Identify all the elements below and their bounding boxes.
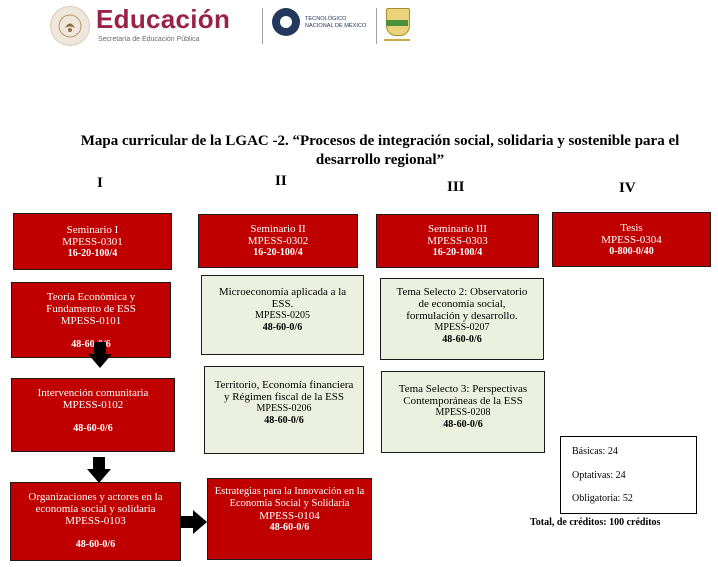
logo-subtitle: Secretaría de Educación Pública xyxy=(98,36,200,43)
credits-total: Total, de créditos: 100 créditos xyxy=(530,517,661,528)
column-header-3: III xyxy=(447,179,465,195)
course-box-estrategias: Estrategias para la Innovación en la Eco… xyxy=(207,478,372,560)
credits-summary-box: Básicas: 24 Optativas: 24 Obligatoria: 5… xyxy=(560,436,697,514)
tecnm-logo: TECNOLÓGICO NACIONAL DE MÉXICO xyxy=(272,6,372,46)
logo-divider xyxy=(262,8,263,44)
course-box-microeconomia: Microeconomía aplicada a la ESS. MPESS-0… xyxy=(201,275,364,355)
course-box-seminario-3: Seminario III MPESS-0303 16-20-100/4 xyxy=(376,214,539,268)
column-header-1: I xyxy=(97,175,103,191)
page-title: Mapa curricular de la LGAC -2. “Procesos… xyxy=(80,133,680,168)
credits-optativas: Optativas: 24 xyxy=(572,470,626,481)
credits-basicas: Básicas: 24 xyxy=(572,446,618,457)
course-box-seminario-1: Seminario I MPESS-0301 16-20-100/4 xyxy=(13,213,172,270)
tecnm-gear-icon xyxy=(272,8,300,36)
state-shield-icon xyxy=(383,6,413,46)
course-box-tesis: Tesis MPESS-0304 0-800-0/40 xyxy=(552,212,711,267)
column-header-4: IV xyxy=(619,180,636,196)
course-box-tema-selecto-3: Tema Selecto 3: Perspectivas Contemporán… xyxy=(381,371,545,453)
arrow-down-icon xyxy=(87,457,111,483)
course-box-tema-selecto-2: Tema Selecto 2: Observatorio de economía… xyxy=(380,278,544,360)
tecnm-text: TECNOLÓGICO NACIONAL DE MÉXICO xyxy=(305,16,367,29)
course-box-seminario-2: Seminario II MPESS-0302 16-20-100/4 xyxy=(198,214,358,268)
sep-logo: Educación Secretaría de Educación Públic… xyxy=(50,4,250,46)
logo-divider xyxy=(376,8,377,44)
course-box-territorio: Territorio, Economía financiera y Régime… xyxy=(204,366,364,454)
logo-word: Educación xyxy=(96,4,231,34)
arrow-down-icon xyxy=(88,342,112,368)
arrow-right-icon xyxy=(181,510,207,534)
credits-obligatoria: Obligatoria: 52 xyxy=(572,493,633,504)
column-header-2: II xyxy=(275,173,287,189)
course-box-intervencion: Intervención comunitaria MPESS-0102 48-6… xyxy=(11,378,175,452)
course-box-organizaciones: Organizaciones y actores en la economía … xyxy=(10,482,181,561)
sep-seal-icon xyxy=(50,6,90,46)
